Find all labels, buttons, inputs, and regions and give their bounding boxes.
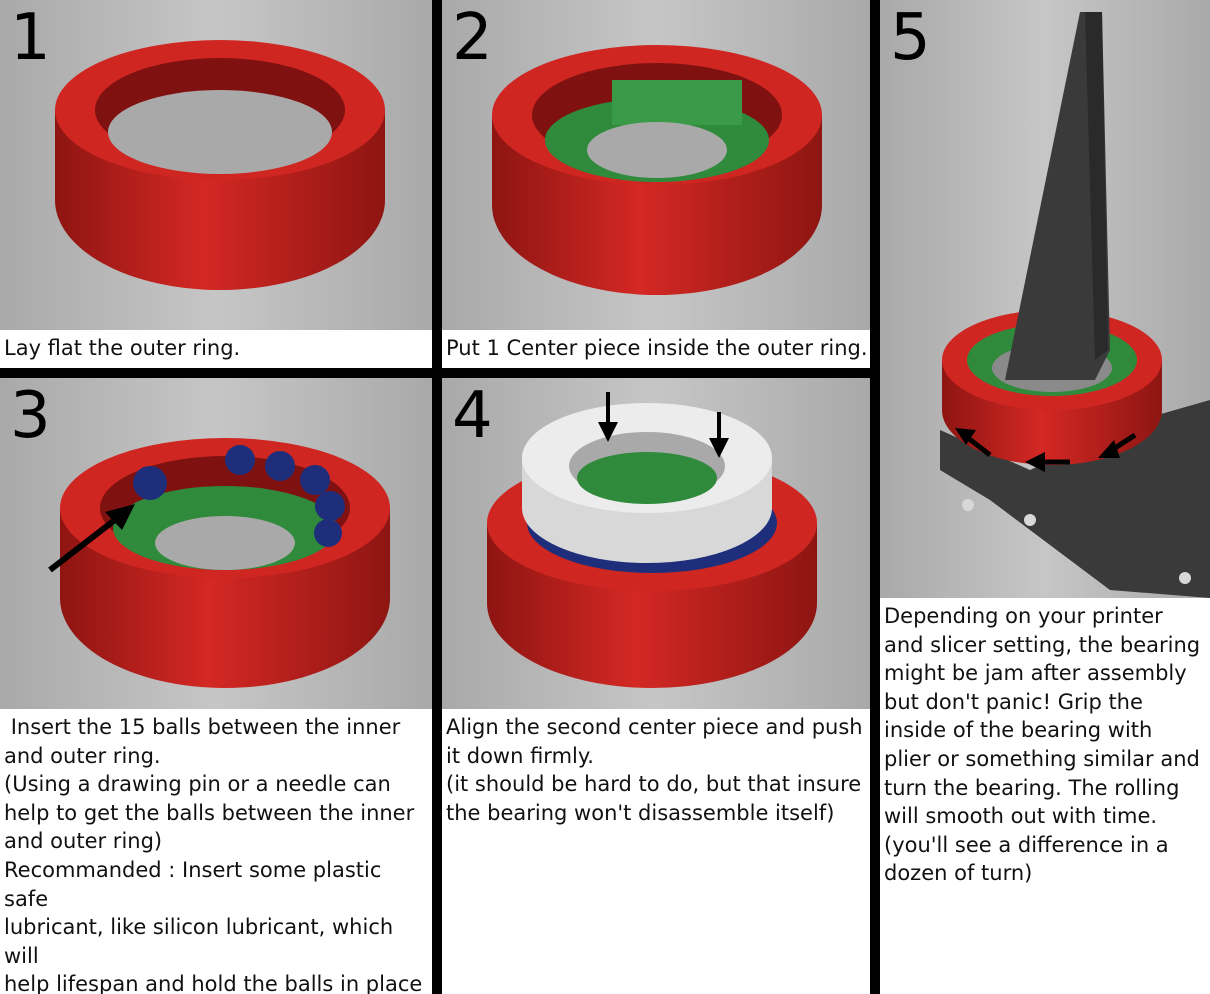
- step-2-number: 2: [452, 1, 493, 75]
- step-5-render: [880, 0, 1210, 598]
- step-5-number: 5: [890, 1, 931, 75]
- step-4-panel: 4 Align the second center piece and push…: [442, 378, 870, 994]
- plier-icon: [940, 400, 1210, 598]
- step-2-caption: Put 1 Center piece inside the outer ring…: [442, 330, 870, 368]
- step-5-panel: 5 Depending on your printer and slicer s…: [880, 0, 1210, 994]
- plier-jaw-icon: [1005, 12, 1110, 380]
- step-3-panel: 3 Insert the 15 balls between the inner …: [0, 378, 432, 994]
- top-ring-icon: [522, 403, 772, 563]
- arrow-icon: [955, 428, 1137, 472]
- step-4-number: 4: [452, 379, 493, 453]
- outer-ring-icon: [60, 438, 390, 688]
- arrow-icon: [48, 504, 135, 573]
- step-4-render: [442, 378, 870, 709]
- step-5-caption: Depending on your printer and slicer set…: [880, 598, 1210, 994]
- step-2-render: [442, 0, 870, 330]
- step-1-number: 1: [10, 1, 51, 75]
- step-1-panel: 1 Lay flat the outer ring.: [0, 0, 432, 368]
- arrow-icon: [598, 392, 729, 458]
- step-3-render: [0, 378, 432, 709]
- step-1-caption: Lay flat the outer ring.: [0, 330, 432, 368]
- step-4-caption: Align the second center piece and push i…: [442, 709, 870, 994]
- step-2-panel: 2 Put 1 Center piece inside the outer ri…: [442, 0, 870, 368]
- step-3-number: 3: [10, 379, 51, 453]
- center-piece-icon: [545, 80, 769, 182]
- step-3-caption: Insert the 15 balls between the inner an…: [0, 709, 432, 994]
- outer-ring-icon: [55, 40, 385, 290]
- ball-icon: [133, 445, 345, 547]
- step-1-render: [0, 0, 432, 330]
